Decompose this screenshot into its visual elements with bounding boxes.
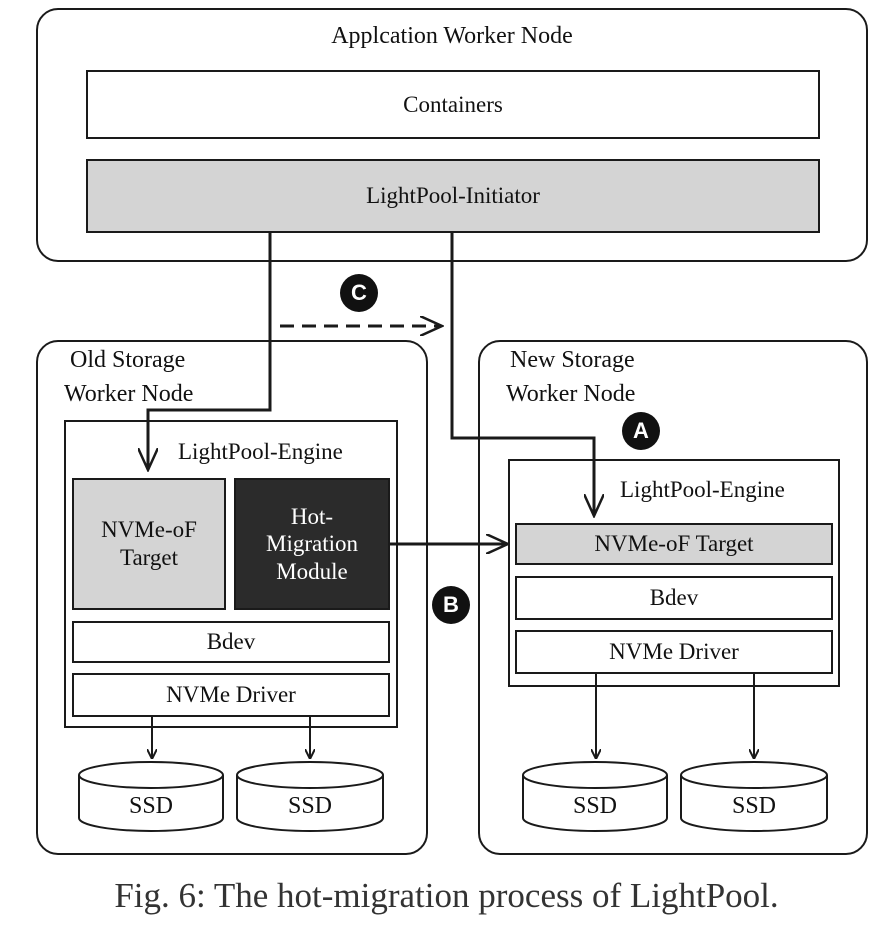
marker-a: A — [622, 412, 660, 450]
new-lightpool-engine — [508, 459, 840, 687]
lightpool-initiator-box: LightPool-Initiator — [86, 159, 820, 233]
new-ssd2-cylinder — [680, 761, 828, 832]
hot-migration-module-box: Hot- Migration Module — [234, 478, 390, 610]
hot-migration-line3: Module — [276, 558, 348, 584]
old-ssd2-cylinder — [236, 761, 384, 832]
hot-migration-line2: Migration — [266, 531, 358, 557]
new-bdev-box: Bdev — [515, 576, 833, 620]
old-nvmeof-line2: Target — [120, 545, 178, 570]
old-bdev-box: Bdev — [72, 621, 390, 663]
old-nvmeof-target-box: NVMe-oF Target — [72, 478, 226, 610]
new-nvmeof-target-box: NVMe-oF Target — [515, 523, 833, 565]
new-node-title-line1: New Storage — [510, 347, 635, 373]
marker-c: C — [340, 274, 378, 312]
new-ssd2-label: SSD — [731, 793, 777, 819]
initiator-to-new-target-line — [450, 233, 594, 516]
new-engine-label: LightPool-Engine — [620, 477, 785, 502]
old-nvme-driver-box: NVMe Driver — [72, 673, 390, 717]
marker-b: B — [432, 586, 470, 624]
new-ssd1-label: SSD — [572, 793, 618, 819]
old-lightpool-engine — [64, 420, 398, 728]
old-node-title-line2: Worker Node — [64, 381, 194, 407]
new-nvme-driver-box: NVMe Driver — [515, 630, 833, 674]
old-ssd1-cylinder — [78, 761, 224, 832]
old-nvmeof-line1: NVMe-oF — [101, 517, 197, 543]
old-node-title-line1: Old Storage — [70, 347, 186, 373]
old-ssd2-label: SSD — [287, 793, 333, 819]
new-node-title-line2: Worker Node — [506, 381, 636, 407]
old-engine-label: LightPool-Engine — [178, 439, 343, 464]
initiator-to-old-target-line — [148, 233, 272, 470]
containers-box: Containers — [86, 70, 820, 139]
old-ssd1-label: SSD — [128, 793, 174, 819]
new-ssd1-cylinder — [522, 761, 668, 832]
hot-migration-line1: Hot- — [290, 503, 334, 529]
figure-caption: Fig. 6: The hot-migration process of Lig… — [114, 876, 779, 915]
application-worker-node-title: Applcation Worker Node — [331, 23, 573, 49]
